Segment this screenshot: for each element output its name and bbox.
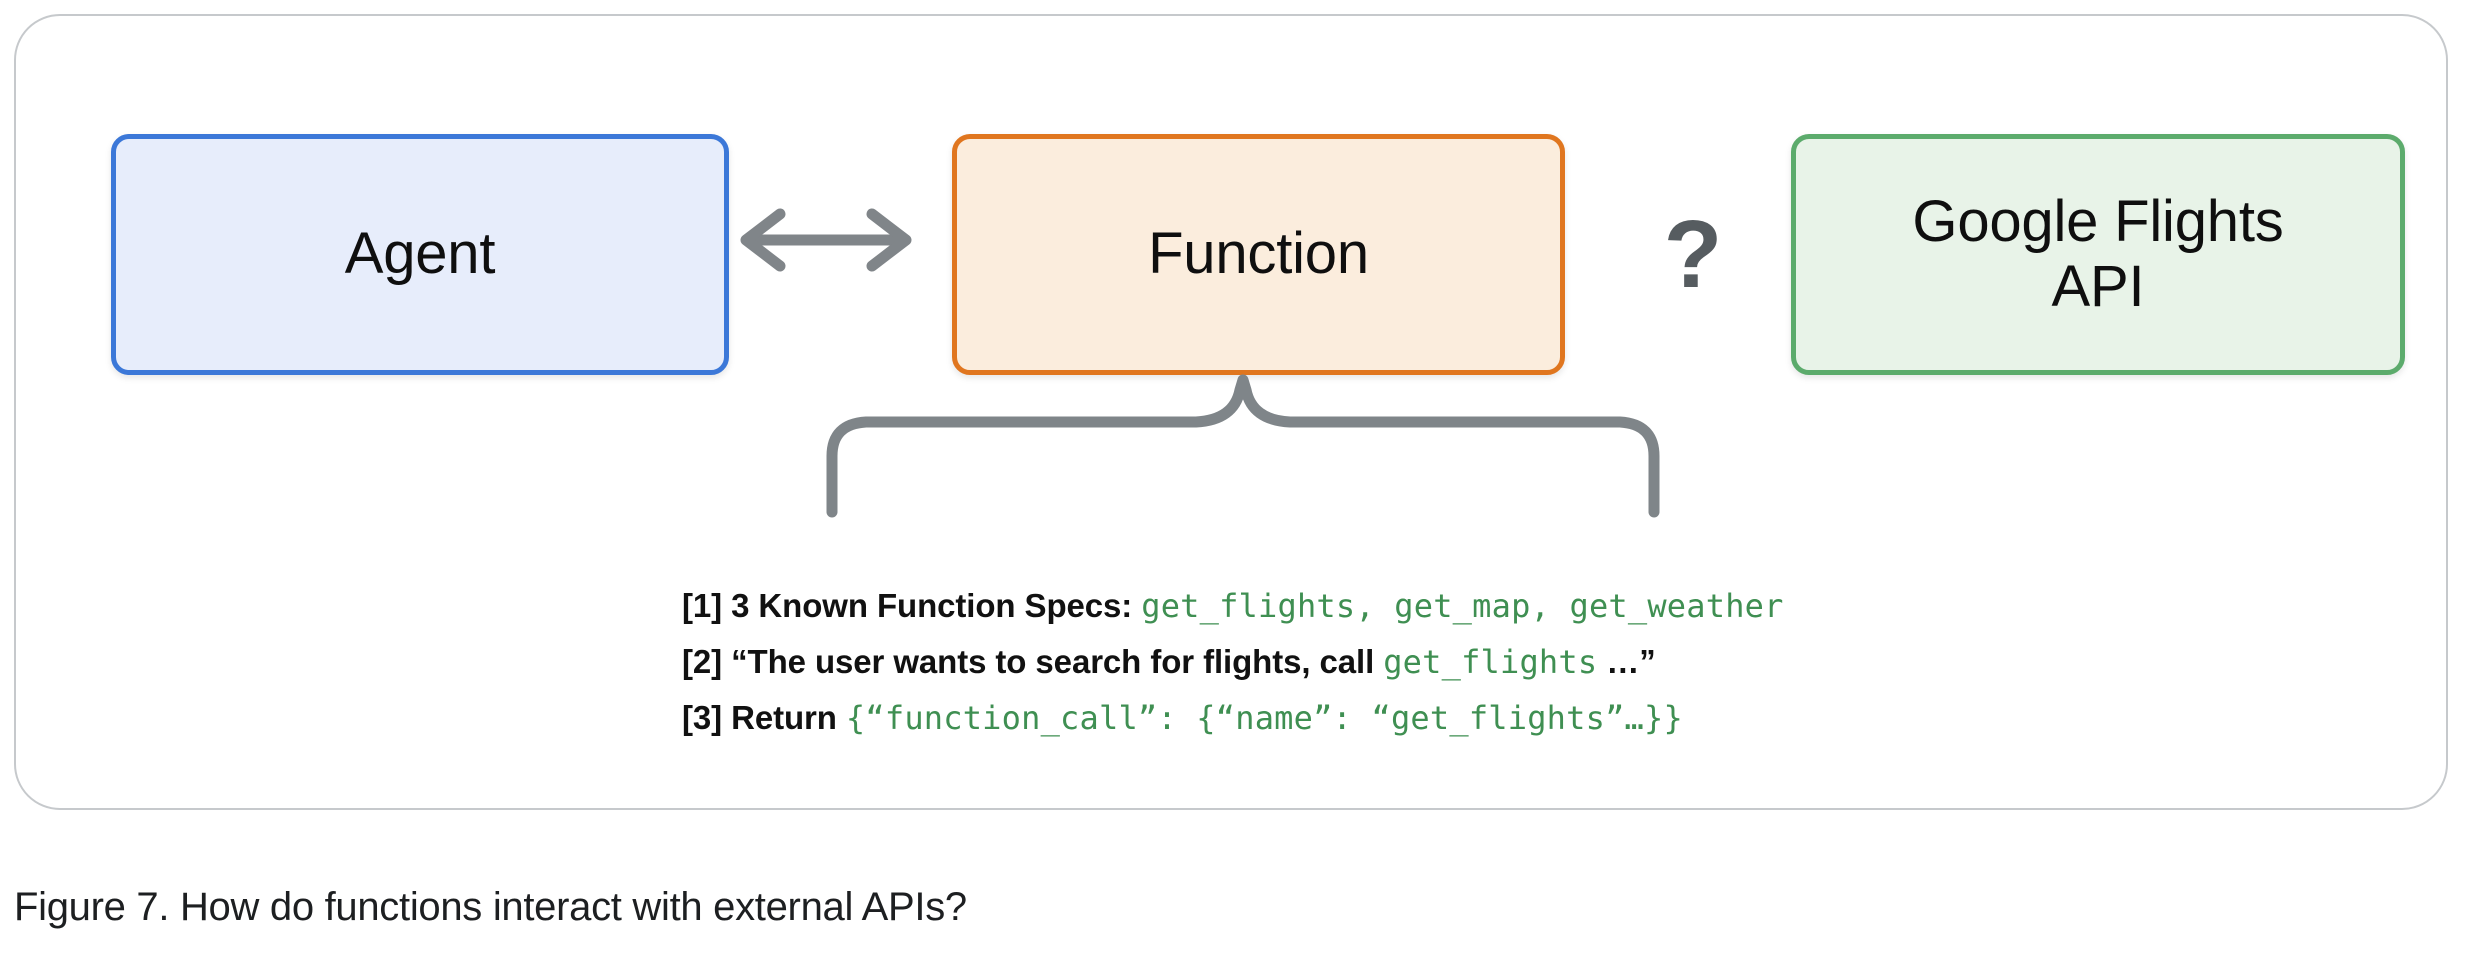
spec-line-text: 3 Known Function Specs: (722, 587, 1142, 624)
node-google-flights-api-label: Google Flights API (1912, 188, 2284, 319)
question-mark-glyph: ? (1663, 201, 1723, 308)
function-spec-line: [1] 3 Known Function Specs: get_flights,… (682, 578, 2382, 634)
node-agent-label: Agent (344, 221, 496, 287)
question-mark-icon: ? (1628, 192, 1758, 318)
node-google-flights-api[interactable]: Google Flights API (1791, 134, 2405, 375)
spec-line-marker: [2] (682, 643, 723, 680)
spec-line-code: get_flights, get_map, get_weather (1141, 587, 1784, 625)
figure-caption: Figure 7. How do functions interact with… (14, 885, 967, 929)
spec-line-code: {“function_call”: {“name”: “get_flights”… (845, 699, 1683, 737)
spec-line-marker: [1] (682, 587, 723, 624)
spec-line-text: …” (1597, 643, 1656, 680)
spec-line-code: get_flights (1383, 643, 1598, 681)
node-function[interactable]: Function (952, 134, 1565, 375)
spec-line-text: “The user wants to search for flights, c… (722, 643, 1384, 680)
function-spec-line: [3] Return {“function_call”: {“name”: “g… (682, 690, 2382, 746)
function-spec-line: [2] “The user wants to search for flight… (682, 634, 2382, 690)
figure-card: Agent Function ? Google Flights API [1] … (14, 14, 2448, 810)
function-spec-list: [1] 3 Known Function Specs: get_flights,… (682, 578, 2382, 746)
node-function-label: Function (1148, 221, 1369, 287)
spec-line-text: Return (722, 699, 846, 736)
spec-line-marker: [3] (682, 699, 723, 736)
node-agent[interactable]: Agent (111, 134, 729, 375)
